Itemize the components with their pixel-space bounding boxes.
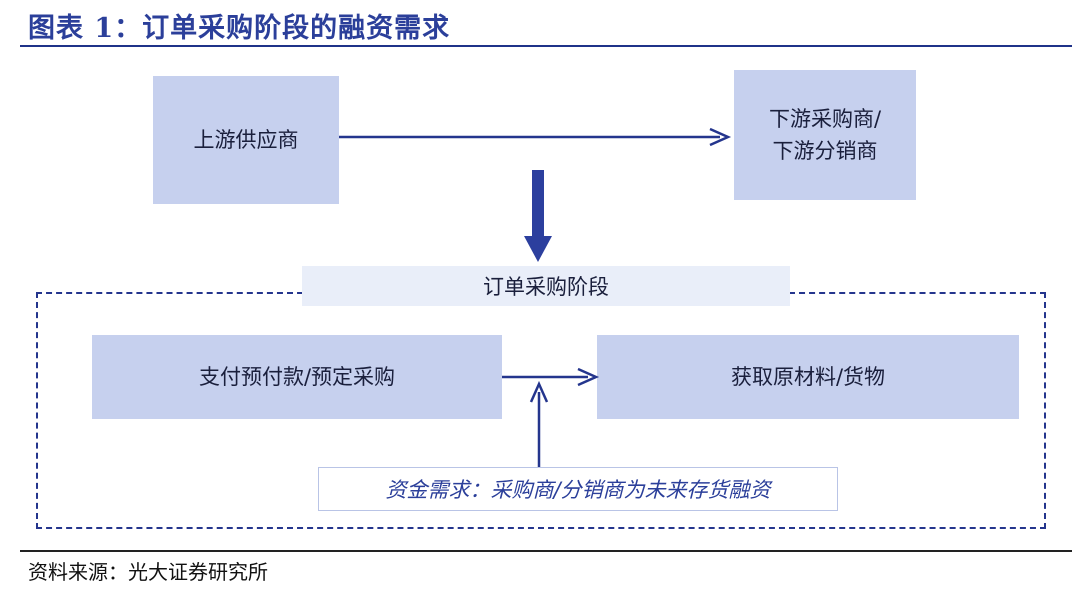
prepayment-label: 支付预付款/预定采购 [198, 365, 396, 389]
upstream-supplier-label: 上游供应商 [193, 128, 299, 152]
stage-label-text: 订单采购阶段 [483, 275, 609, 299]
funding-need-label: 资金需求：采购商/分销商为未来存货融资 [385, 478, 771, 502]
title-divider [20, 45, 1072, 47]
arrow-upstream-to-downstream [339, 127, 732, 147]
arrow-need-up [529, 380, 549, 467]
downstream-distributor-label: 下游分销商 [772, 139, 878, 163]
footer-divider [20, 550, 1072, 552]
downstream-buyer-label: 下游采购商/ [768, 107, 882, 131]
order-procurement-stage-label: 订单采购阶段 [302, 266, 790, 306]
upstream-supplier-box: 上游供应商 [153, 76, 339, 204]
funding-need-box: 资金需求：采购商/分销商为未来存货融资 [318, 467, 838, 511]
obtain-goods-label: 获取原材料/货物 [730, 365, 886, 389]
source-note: 资料来源：光大证券研究所 [28, 560, 268, 584]
downstream-buyer-box: 下游采购商/ 下游分销商 [734, 70, 916, 200]
obtain-goods-box: 获取原材料/货物 [597, 335, 1019, 419]
arrow-prepay-to-goods [502, 367, 600, 387]
figure-title: 图表 1：订单采购阶段的融资需求 [28, 13, 451, 44]
thick-down-arrow [524, 170, 552, 262]
prepayment-box: 支付预付款/预定采购 [92, 335, 502, 419]
